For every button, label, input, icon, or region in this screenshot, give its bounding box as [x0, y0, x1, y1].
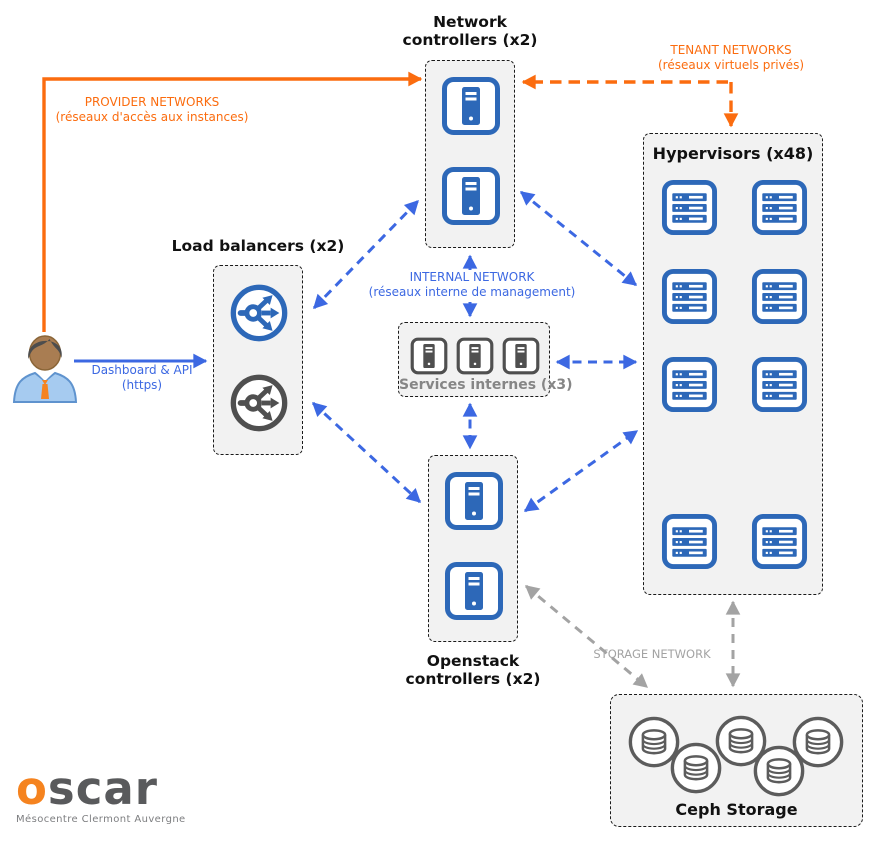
tower-server-icon: [410, 337, 448, 375]
openstack-controllers-box: [428, 455, 518, 642]
rack-server-icon: [751, 179, 808, 236]
disk-icon: [752, 744, 806, 798]
hypervisors-box: Hypervisors (x48): [643, 133, 823, 595]
rack-server-icon: [661, 179, 718, 236]
load-balancers-box: [213, 265, 303, 455]
load-balancers-title: Load balancers (x2): [171, 237, 345, 255]
person-icon: [12, 335, 78, 403]
internal-network-label: INTERNAL NETWORK (réseaux interne de man…: [368, 270, 576, 299]
tower-server-icon: [456, 337, 494, 375]
rack-server-icon: [751, 513, 808, 570]
network-controllers-box: [425, 60, 515, 248]
ceph-storage-box: Ceph Storage: [610, 694, 863, 827]
storage-network-arrow-diagonal: [524, 584, 649, 689]
internal-services-box: Services internes (x3): [398, 322, 573, 397]
load-balancer-icon: [228, 282, 290, 344]
tower-server-icon: [502, 337, 540, 375]
logo-subtitle: Mésocentre Clermont Auvergne: [16, 814, 186, 825]
rack-server-icon: [661, 268, 718, 325]
link-openstackcontrollers-hypervisors: [523, 429, 639, 513]
openstack-controllers-title: Openstack controllers (x2): [405, 652, 541, 688]
hypervisors-title: Hypervisors (x48): [652, 144, 814, 163]
rack-server-icon: [751, 268, 808, 325]
rack-server-icon: [661, 513, 718, 570]
tenant-network-label: TENANT NETWORKS (réseaux virtuels privés…: [657, 43, 805, 72]
tower-server-icon: [441, 166, 501, 226]
load-balancer-icon: [228, 372, 290, 434]
disk-icon: [669, 741, 723, 795]
tower-server-icon: [444, 471, 504, 531]
provider-network-label: PROVIDER NETWORKS (réseaux d'accès aux i…: [55, 95, 249, 124]
rack-server-icon: [661, 356, 718, 413]
dashboard-api-label: Dashboard & API (https): [91, 363, 193, 392]
rack-server-icon: [751, 356, 808, 413]
tower-server-icon: [441, 76, 501, 136]
ceph-storage-title: Ceph Storage: [675, 800, 798, 819]
tower-server-icon: [444, 561, 504, 621]
internal-services-label: Services internes (x3): [399, 377, 573, 393]
link-loadbalancer-openstackcontrollers: [311, 401, 422, 504]
logo-letter-o: o: [16, 762, 48, 815]
storage-network-label: STORAGE NETWORK: [593, 647, 711, 661]
logo-letters-scar: scar: [47, 762, 158, 815]
oscar-logo: oscar Mésocentre Clermont Auvergne: [16, 766, 186, 826]
network-controllers-title: Network controllers (x2): [402, 13, 538, 49]
